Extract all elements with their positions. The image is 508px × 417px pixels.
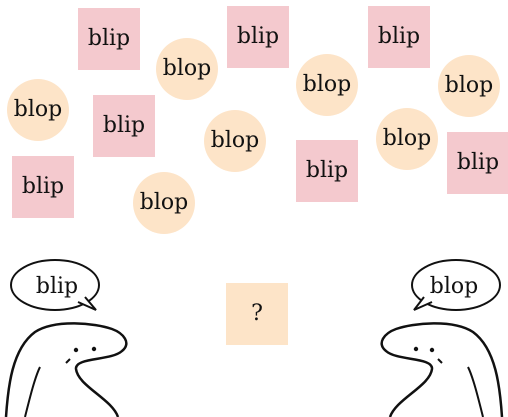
blop-circle: blop: [204, 110, 266, 172]
blop-circle: blop: [156, 38, 218, 100]
blop-circle: blop: [133, 172, 195, 234]
blip-square: blip: [368, 6, 430, 68]
blop-circle: blop: [438, 55, 500, 117]
blip-square: blip: [296, 140, 358, 202]
blip-square: blip: [227, 6, 289, 68]
blop-circle: blop: [7, 79, 69, 141]
blip-square: blip: [78, 8, 140, 70]
blop-circle: blop: [376, 108, 438, 170]
question-square: ?: [226, 283, 288, 345]
speech-bubble-text-right: blop: [414, 271, 494, 301]
speech-bubble-text-left: blip: [18, 271, 96, 301]
blop-circle: blop: [296, 54, 358, 116]
character-left-icon: [0, 237, 200, 417]
character-right-icon: [308, 237, 508, 417]
blip-square: blip: [447, 132, 508, 194]
blip-square: blip: [93, 95, 155, 157]
blip-square: blip: [12, 156, 74, 218]
